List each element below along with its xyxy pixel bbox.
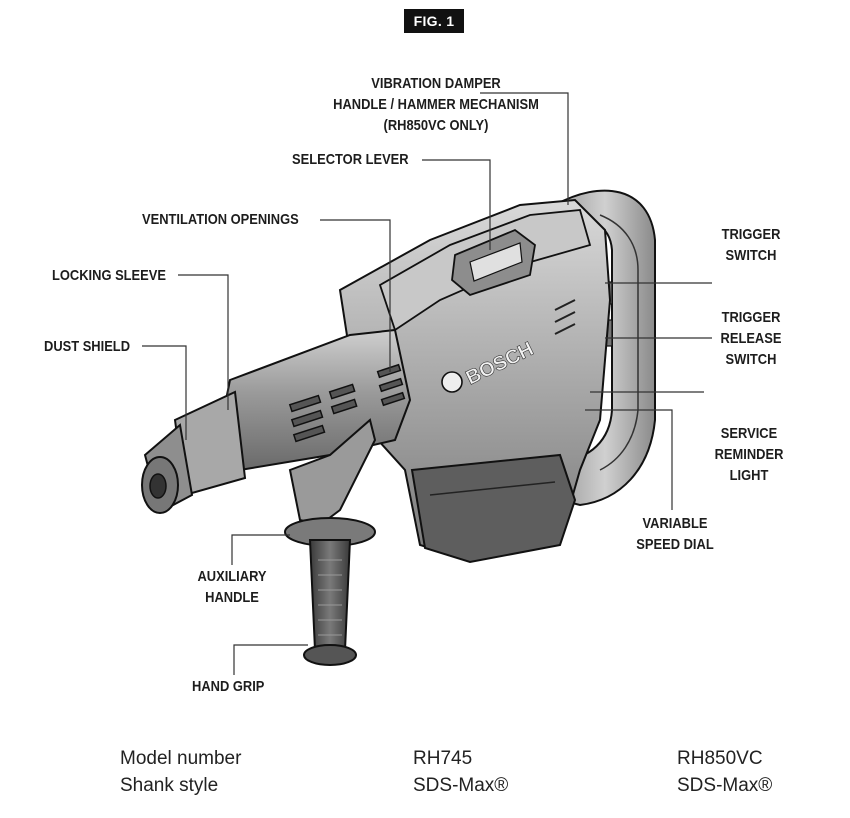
spec-row-1-label: Model number <box>120 748 242 769</box>
label-ventilation-openings: VENTILATION OPENINGS <box>142 211 299 228</box>
label-vibration-damper: VIBRATION DAMPER HANDLE / HAMMER MECHANI… <box>333 75 539 134</box>
spec-row-1-rh850vc: RH850VC <box>677 748 763 769</box>
leader-lines <box>142 92 712 675</box>
motor-housing <box>338 198 612 564</box>
spec-row-2-label: Shank style <box>120 775 219 796</box>
spec-row-1-rh745: RH745 <box>413 748 473 769</box>
label-service-reminder-light: SERVICE REMINDER LIGHT <box>714 425 784 484</box>
auxiliary-handle-art <box>284 418 377 666</box>
label-dust-shield: DUST SHIELD <box>44 338 131 355</box>
label-auxiliary-handle: AUXILIARY HANDLE <box>197 568 267 606</box>
label-variable-speed-dial: VARIABLE SPEED DIAL <box>636 515 714 553</box>
spec-row-2-rh745: SDS-Max® <box>413 775 509 796</box>
label-hand-grip: HAND GRIP <box>192 678 265 695</box>
label-trigger-switch: TRIGGER SWITCH <box>721 226 781 264</box>
figure-badge: FIG. 1 <box>404 9 464 33</box>
spec-row-2-rh850vc: SDS-Max® <box>677 775 773 796</box>
label-locking-sleeve: LOCKING SLEEVE <box>52 267 166 284</box>
label-trigger-release-switch: TRIGGER RELEASE SWITCH <box>720 309 782 368</box>
rotary-hammer-illustration: BOSCH <box>141 92 712 675</box>
label-selector-lever: SELECTOR LEVER <box>292 151 409 168</box>
